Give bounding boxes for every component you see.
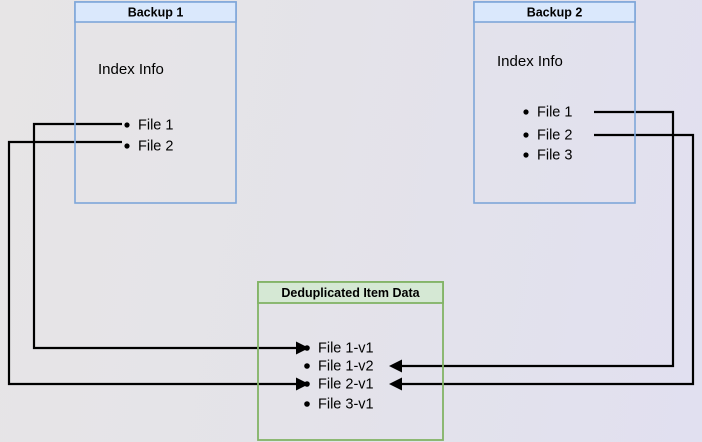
arrowhead-left-icon [389, 359, 402, 373]
bullet-icon [523, 132, 529, 138]
list-item-label: File 1-v2 [318, 358, 374, 374]
edge-path [402, 133, 695, 386]
bullet-icon [304, 363, 310, 369]
backup-2-heading: Index Info [497, 53, 563, 70]
list-item[interactable]: File 2 [124, 138, 173, 154]
list-item[interactable]: File 1-v1 [304, 340, 374, 356]
edge-backup1-file2-to-file2v1 [7, 140, 309, 391]
list-item-label: File 2 [138, 138, 173, 154]
edge-backup2-file1-to-file1v2 [389, 110, 675, 373]
bullet-icon [124, 122, 130, 128]
edge-backup1-file1-to-file1v1 [32, 122, 309, 355]
arrowhead-right-icon [296, 377, 309, 391]
edge-layer [7, 110, 695, 391]
node-backup-2[interactable]: Backup 2 Index Info File 1 File 2 File 3 [473, 1, 636, 204]
backup-2-header-band [473, 1, 636, 23]
bullet-icon [304, 401, 310, 407]
list-item-label: File 1 [138, 117, 173, 133]
bullet-icon [523, 152, 529, 158]
dedup-header-band [257, 281, 444, 304]
list-item-label: File 3 [537, 147, 572, 163]
dedup-title: Deduplicated Item Data [281, 286, 420, 300]
edge-backup2-file2-to-file2v1 [389, 133, 695, 391]
list-item[interactable]: File 1 [124, 117, 173, 133]
edge-path [32, 122, 296, 350]
arrowhead-right-icon [296, 341, 309, 355]
list-item-label: File 1-v1 [318, 340, 374, 356]
arrowhead-left-icon [389, 377, 402, 391]
bullet-icon [523, 109, 529, 115]
edge-path [402, 110, 675, 368]
list-item[interactable]: File 3-v1 [304, 396, 374, 412]
bullet-icon [304, 381, 310, 387]
backup-1-file-list: File 1 File 2 [124, 117, 173, 154]
dedup-file-list: File 1-v1 File 1-v2 File 2-v1 File 3-v1 [304, 340, 374, 412]
list-item[interactable]: File 1-v2 [304, 358, 374, 374]
edge-path [7, 140, 296, 386]
list-item-label: File 1 [537, 104, 572, 120]
bullet-icon [124, 143, 130, 149]
list-item[interactable]: File 1 [523, 104, 572, 120]
bullet-icon [304, 345, 310, 351]
backup-2-body [473, 1, 636, 204]
list-item-label: File 2 [537, 127, 572, 143]
list-item-label: File 2-v1 [318, 376, 374, 392]
list-item[interactable]: File 2-v1 [304, 376, 374, 392]
node-backup-1[interactable]: Backup 1 Index Info File 1 File 2 [74, 1, 237, 204]
backup-1-body [74, 1, 237, 204]
node-deduplicated-item-data[interactable]: Deduplicated Item Data File 1-v1 File 1-… [257, 281, 444, 441]
backup-2-file-list: File 1 File 2 File 3 [523, 104, 572, 163]
backup-1-title: Backup 1 [128, 5, 184, 19]
list-item[interactable]: File 2 [523, 127, 572, 143]
list-item[interactable]: File 3 [523, 147, 572, 163]
backup-2-title: Backup 2 [527, 5, 583, 19]
backup-1-heading: Index Info [98, 61, 164, 78]
list-item-label: File 3-v1 [318, 396, 374, 412]
backup-1-header-band [74, 1, 237, 23]
